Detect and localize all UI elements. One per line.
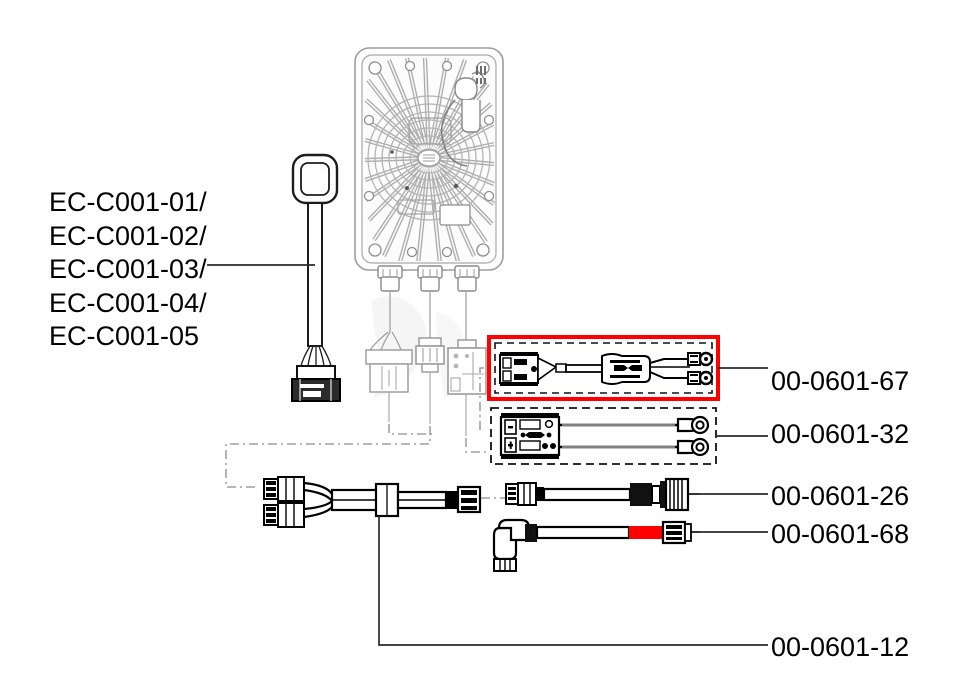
inverter-main-unit [354, 47, 504, 292]
part-label-line: EC-C001-02/ [49, 220, 207, 251]
unit-cable-b [415, 291, 445, 424]
part-label-00-0601-67: 00-0601-67 [771, 366, 910, 396]
part-label-00-0601-68: 00-0601-68 [771, 519, 910, 549]
part-label-line: EC-C001-05 [49, 321, 200, 351]
inverter-part-number-label: EC-C001-01/ EC-C001-02/ EC-C001-03/ EC-C… [49, 186, 207, 354]
part-00-0601-12-artwork [263, 476, 482, 528]
part-label-00-0601-26: 00-0601-26 [771, 481, 910, 511]
unit-cable-a [365, 291, 413, 422]
reference-linkage-lines [225, 367, 506, 499]
part-label-line: EC-C001-01/ [49, 187, 207, 217]
part-label-line: EC-C001-03/ [49, 254, 207, 284]
part-label-line: EC-C001-04/ [49, 287, 207, 318]
part-label-00-0601-32: 00-0601-32 [771, 419, 910, 449]
part-label-00-0601-12: 00-0601-12 [771, 632, 910, 662]
cable-glands [377, 265, 480, 292]
part-00-0601-68-artwork [492, 518, 700, 572]
unit-cable-c [447, 291, 487, 436]
part-00-0601-32-artwork [499, 413, 710, 459]
part-00-0601-26-artwork [505, 477, 700, 512]
leader-lines [207, 264, 768, 646]
antenna-cable-assembly [291, 153, 341, 402]
part-00-0601-67-artwork [499, 351, 714, 386]
